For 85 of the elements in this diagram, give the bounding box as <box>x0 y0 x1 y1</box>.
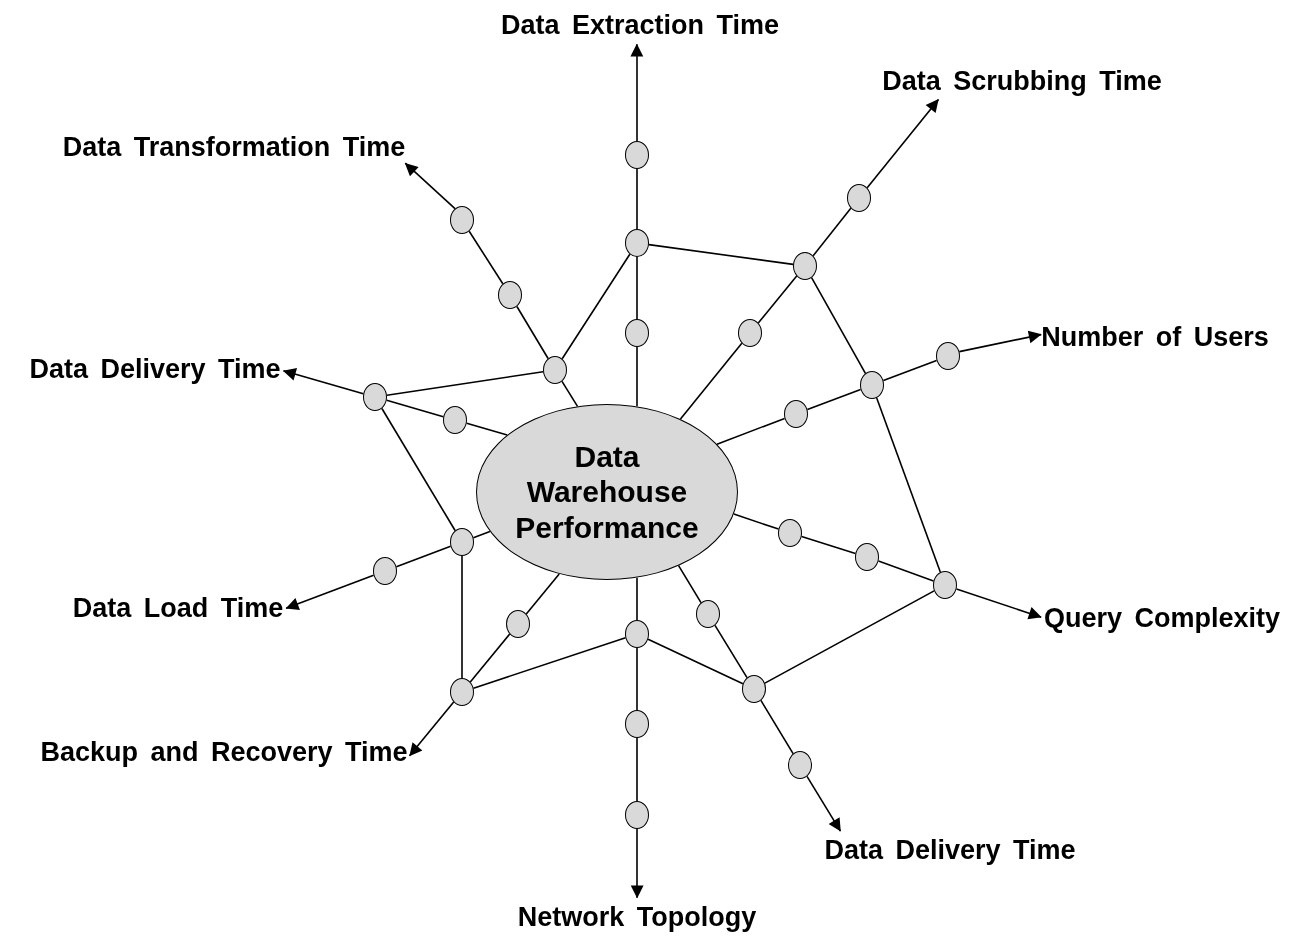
connector-line <box>385 399 445 418</box>
connector-line <box>636 647 638 711</box>
arrow <box>630 828 644 899</box>
circle-node <box>625 141 649 169</box>
connector-line <box>468 230 504 285</box>
circle-node <box>784 400 808 428</box>
circle-node <box>793 252 817 280</box>
arrow <box>866 98 940 189</box>
connector-line <box>882 359 938 382</box>
connector-line <box>714 624 748 679</box>
circle-node <box>506 610 530 638</box>
connector-line <box>760 699 794 755</box>
circle-node <box>443 406 467 434</box>
circle-node <box>450 528 474 556</box>
circle-node <box>625 319 649 347</box>
connector-line <box>465 422 508 436</box>
circle-node <box>450 678 474 706</box>
circle-node <box>363 383 387 411</box>
circle-node <box>778 519 802 547</box>
circle-node <box>543 356 567 384</box>
connector-line <box>636 256 638 320</box>
axis-label: Data Delivery Time <box>824 833 1076 867</box>
connector-line <box>812 207 852 257</box>
connector-line <box>472 637 627 689</box>
connector-line <box>636 168 638 230</box>
circle-node <box>696 600 720 628</box>
connector-line <box>800 535 857 555</box>
connector-line <box>733 513 780 530</box>
circle-node <box>625 710 649 738</box>
axis-label: Data Load Time <box>72 591 284 625</box>
connector-line <box>677 564 702 604</box>
circle-node <box>847 184 871 212</box>
circle-node <box>788 751 812 779</box>
connector-line <box>472 530 491 539</box>
connector-line <box>806 388 862 411</box>
axis-label: Query Complexity <box>1043 601 1281 635</box>
connector-line <box>757 275 798 324</box>
arrow <box>806 775 842 832</box>
circle-node <box>860 371 884 399</box>
axis-label: Data Scrubbing Time <box>882 64 1162 98</box>
circle-node <box>742 675 766 703</box>
circle-node <box>498 281 522 309</box>
connector-line <box>469 633 511 683</box>
circle-node <box>450 206 474 234</box>
connector-line <box>461 555 463 679</box>
arrow <box>282 368 365 395</box>
connector-line <box>716 417 786 445</box>
arrow <box>285 574 375 611</box>
connector-line <box>381 407 456 532</box>
axis-label: Data Delivery Time <box>29 352 281 386</box>
connector-line <box>875 397 942 573</box>
connector-line <box>561 380 579 408</box>
connector-line <box>636 737 638 802</box>
arrow <box>404 162 456 210</box>
arrow <box>955 588 1042 620</box>
circle-node <box>936 342 960 370</box>
circle-node <box>625 620 649 648</box>
connector-line <box>561 253 631 360</box>
circle-node <box>738 319 762 347</box>
circle-node <box>625 801 649 829</box>
arrow <box>958 330 1042 353</box>
axis-label: Data Transformation Time <box>62 130 406 164</box>
axis-label: Backup and Recovery Time <box>40 735 408 769</box>
node-label: Data Warehouse Performance <box>514 438 700 546</box>
connector-line <box>525 573 560 615</box>
connector-line <box>516 305 549 360</box>
circle-node <box>373 557 397 585</box>
connector-line <box>386 371 544 396</box>
axis-label: Network Topology <box>517 900 757 934</box>
connector-line <box>648 243 794 266</box>
connector-line <box>636 576 638 621</box>
connector-line <box>877 560 935 582</box>
axis-label: Number of Users <box>1041 320 1269 354</box>
connector-line <box>647 638 744 685</box>
arrow <box>630 43 644 142</box>
connector-line <box>636 346 638 408</box>
connector-line <box>679 342 743 420</box>
connector-line <box>764 590 935 684</box>
circle-node <box>855 543 879 571</box>
circle-node <box>625 229 649 257</box>
connector-line <box>810 276 867 375</box>
connector-line <box>395 545 452 568</box>
circle-node <box>933 571 957 599</box>
axis-label: Data Extraction Time <box>500 8 780 42</box>
arrow <box>408 701 455 757</box>
